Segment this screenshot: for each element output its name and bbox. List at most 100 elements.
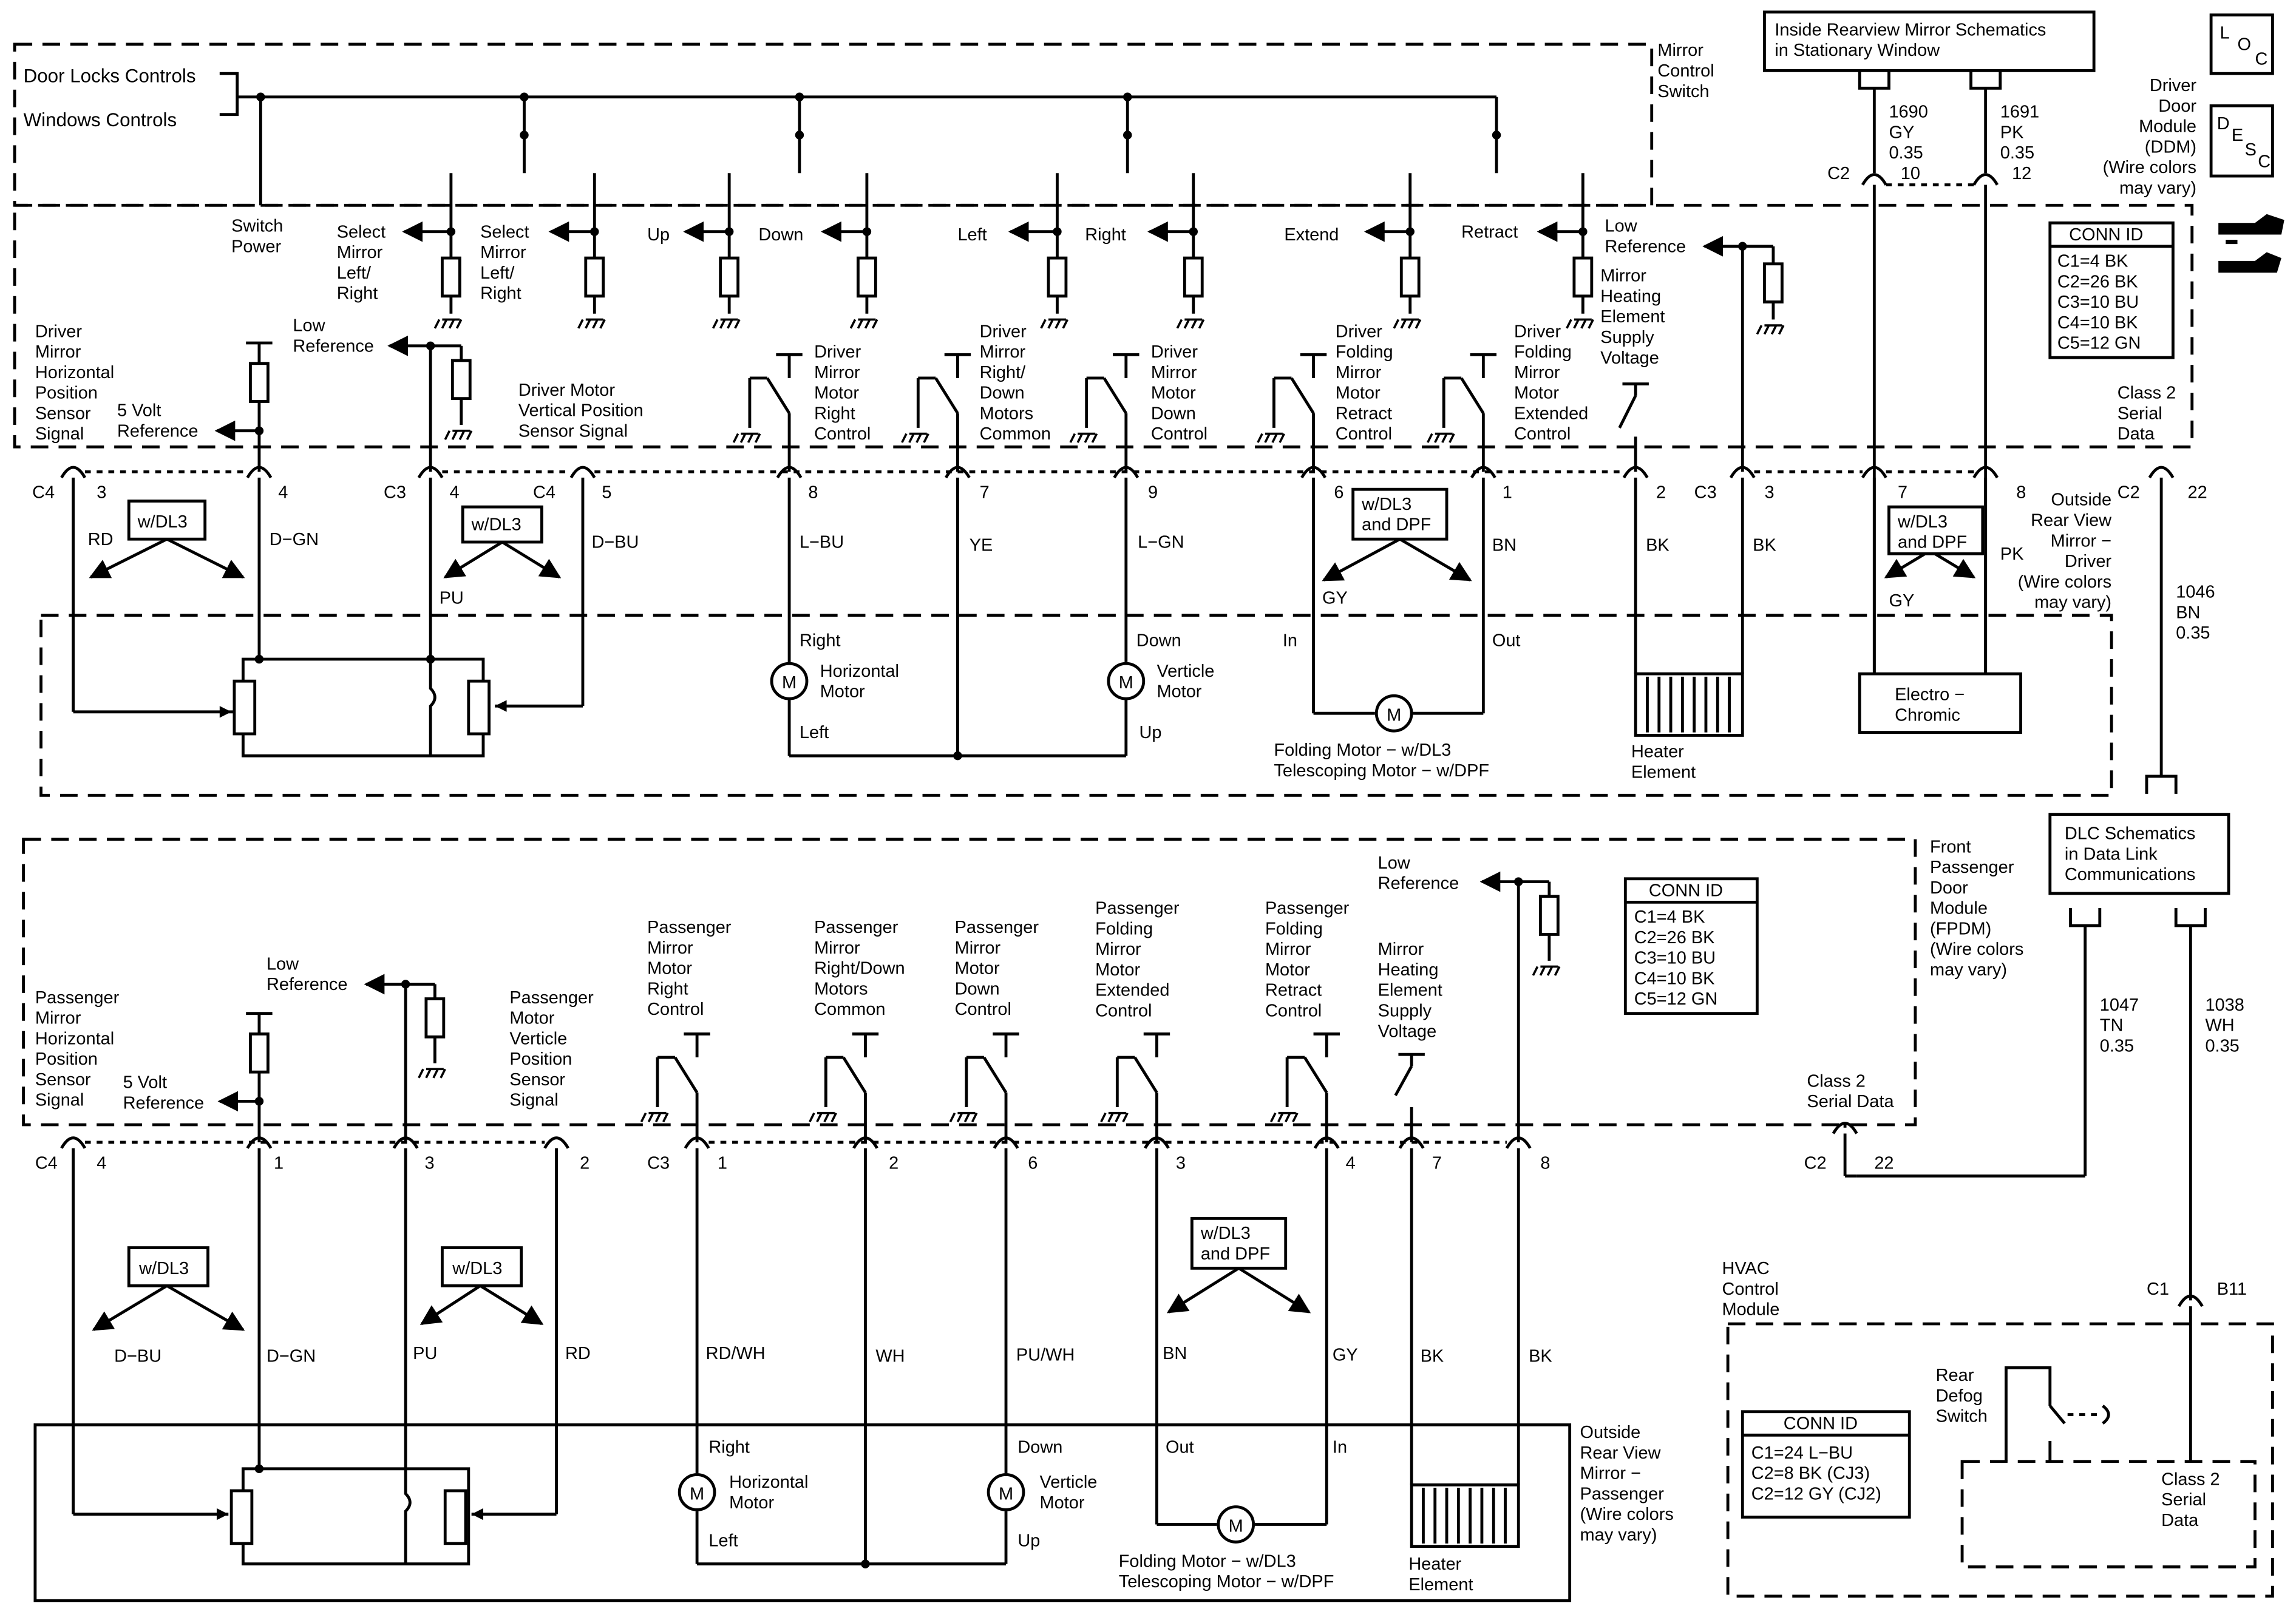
svg-text:Motor: Motor bbox=[647, 959, 692, 978]
driver-motors bbox=[770, 662, 1413, 733]
svg-text:3: 3 bbox=[1176, 1153, 1186, 1173]
svg-text:Extended: Extended bbox=[1514, 404, 1588, 423]
inside-mirror-line2: in Stationary Window bbox=[1775, 41, 1940, 60]
svg-text:In: In bbox=[1283, 631, 1297, 650]
passenger-sensor-junctions bbox=[254, 980, 410, 1106]
svg-text:Data: Data bbox=[2161, 1511, 2199, 1530]
svg-text:C1: C1 bbox=[2147, 1280, 2169, 1299]
svg-text:Driver: Driver bbox=[1336, 322, 1383, 341]
svg-text:Motor: Motor bbox=[509, 1009, 554, 1028]
svg-text:Driver: Driver bbox=[1151, 342, 1198, 362]
svg-text:Module: Module bbox=[1930, 899, 1988, 918]
svg-text:w/DL3: w/DL3 bbox=[471, 515, 521, 535]
svg-text:8: 8 bbox=[2016, 483, 2026, 503]
svg-text:Front: Front bbox=[1930, 837, 1971, 856]
svg-text:Mirror: Mirror bbox=[814, 938, 860, 958]
driver-connector-labels: C4 C3 C4 C3 C2 3 4 4 5 8 7 9 6 1 2 3 7 8… bbox=[32, 483, 2207, 503]
passenger-sensor-labels: Passenger Mirror Horizontal Position Sen… bbox=[35, 954, 594, 1113]
svg-text:Right: Right bbox=[800, 631, 841, 650]
svg-text:Driver: Driver bbox=[814, 342, 861, 362]
svg-text:Mirror: Mirror bbox=[1336, 363, 1382, 382]
svg-text:w/DL3: w/DL3 bbox=[137, 512, 188, 532]
passenger-relay-grounds bbox=[640, 965, 1561, 1122]
svg-text:1: 1 bbox=[1503, 483, 1512, 503]
svg-text:Passenger: Passenger bbox=[1930, 858, 2014, 877]
svg-text:Passenger: Passenger bbox=[814, 918, 898, 937]
svg-text:Folding: Folding bbox=[1265, 919, 1323, 938]
driver-sensor-junctions bbox=[254, 341, 435, 435]
svg-text:10: 10 bbox=[1901, 164, 1920, 183]
tools-icon[interactable] bbox=[2218, 214, 2284, 273]
svg-text:1: 1 bbox=[718, 1153, 727, 1173]
svg-text:Right: Right bbox=[480, 284, 521, 303]
passenger-connector-labels: C4 C3 4 1 3 2 1 2 6 3 4 7 8 bbox=[35, 1153, 1550, 1173]
pot-wiper-arrow bbox=[219, 706, 232, 718]
inside-mirror-box[interactable] bbox=[1763, 10, 2096, 72]
svg-text:Motor: Motor bbox=[1156, 682, 1201, 702]
svg-text:HVAC: HVAC bbox=[1722, 1259, 1770, 1278]
svg-text:BK: BK bbox=[1646, 535, 1669, 555]
ground-symbol bbox=[418, 1068, 446, 1079]
svg-text:Control: Control bbox=[1514, 424, 1571, 444]
svg-text:Supply: Supply bbox=[1378, 1002, 1432, 1021]
driver-option-boxes bbox=[127, 487, 1985, 555]
svg-text:1038: 1038 bbox=[2205, 995, 2244, 1015]
svg-text:Control: Control bbox=[1151, 424, 1207, 444]
loc-icon[interactable] bbox=[2209, 13, 2274, 75]
svg-text:2: 2 bbox=[1656, 483, 1666, 503]
svg-text:Out: Out bbox=[1492, 631, 1521, 650]
svg-text:Mirror −: Mirror − bbox=[2051, 531, 2111, 551]
svg-text:Down: Down bbox=[758, 225, 803, 245]
driver-relay-switches bbox=[748, 353, 1649, 472]
svg-text:M: M bbox=[1387, 705, 1401, 725]
driver-sensor-circuit bbox=[214, 335, 472, 472]
dlc-box[interactable] bbox=[2048, 813, 2230, 895]
hvac-circuit bbox=[2005, 1294, 2204, 1462]
svg-text:C3: C3 bbox=[384, 483, 406, 503]
svg-text:D−GN: D−GN bbox=[270, 530, 319, 549]
svg-text:1: 1 bbox=[274, 1153, 284, 1173]
svg-text:Element: Element bbox=[1600, 307, 1665, 327]
svg-text:Motor: Motor bbox=[1040, 1493, 1085, 1513]
svg-text:C1=24 L−BU: C1=24 L−BU bbox=[1751, 1443, 1853, 1463]
svg-text:w/DL3: w/DL3 bbox=[1200, 1224, 1251, 1243]
svg-text:Driver Motor: Driver Motor bbox=[518, 381, 616, 400]
desc-icon[interactable] bbox=[2209, 104, 2274, 178]
svg-text:Right: Right bbox=[337, 284, 378, 303]
svg-text:Motors: Motors bbox=[814, 979, 868, 998]
svg-text:L−BU: L−BU bbox=[800, 533, 844, 552]
svg-text:C2=26 BK: C2=26 BK bbox=[1634, 928, 1715, 947]
svg-text:Common: Common bbox=[814, 1000, 885, 1019]
svg-text:Right: Right bbox=[1085, 225, 1126, 245]
svg-text:Heating: Heating bbox=[1378, 960, 1439, 980]
pot-wiper-arrow bbox=[471, 1508, 483, 1520]
svg-text:2: 2 bbox=[580, 1153, 589, 1173]
svg-text:Defog: Defog bbox=[1936, 1386, 1983, 1406]
desc-icon-letters: D E S C bbox=[2217, 114, 2271, 172]
svg-text:may vary): may vary) bbox=[2034, 593, 2111, 612]
svg-text:Class 2: Class 2 bbox=[1807, 1071, 1865, 1091]
svg-text:Door: Door bbox=[1930, 878, 1968, 898]
svg-text:Sensor: Sensor bbox=[509, 1070, 565, 1090]
svg-text:Folding: Folding bbox=[1336, 342, 1393, 362]
svg-text:YE: YE bbox=[970, 535, 993, 555]
svg-text:Control: Control bbox=[647, 1000, 704, 1019]
svg-text:GY: GY bbox=[1322, 588, 1348, 608]
svg-text:D−GN: D−GN bbox=[267, 1347, 316, 1366]
svg-text:Mirror: Mirror bbox=[955, 938, 1001, 958]
svg-text:Module: Module bbox=[1722, 1300, 1780, 1320]
svg-text:Sensor: Sensor bbox=[35, 1070, 91, 1090]
svg-text:Passenger: Passenger bbox=[1580, 1484, 1665, 1503]
electrochromic-box bbox=[1858, 672, 2022, 734]
passenger-sensor-circuit bbox=[217, 974, 446, 1142]
svg-text:Mirror −: Mirror − bbox=[1580, 1464, 1641, 1483]
svg-text:3: 3 bbox=[424, 1153, 434, 1173]
svg-text:may vary): may vary) bbox=[1580, 1525, 1657, 1545]
passenger-motor-labels: Right Horizontal Motor Left Down Verticl… bbox=[708, 1437, 1473, 1595]
mirror-control-switch-label: Mirror Control Switch bbox=[1657, 41, 1714, 101]
svg-text:Reference: Reference bbox=[1605, 237, 1686, 256]
svg-text:Low: Low bbox=[1378, 853, 1410, 873]
svg-text:0.35: 0.35 bbox=[2000, 143, 2034, 163]
svg-text:w/DL3: w/DL3 bbox=[452, 1259, 502, 1278]
svg-text:C4: C4 bbox=[35, 1153, 58, 1173]
